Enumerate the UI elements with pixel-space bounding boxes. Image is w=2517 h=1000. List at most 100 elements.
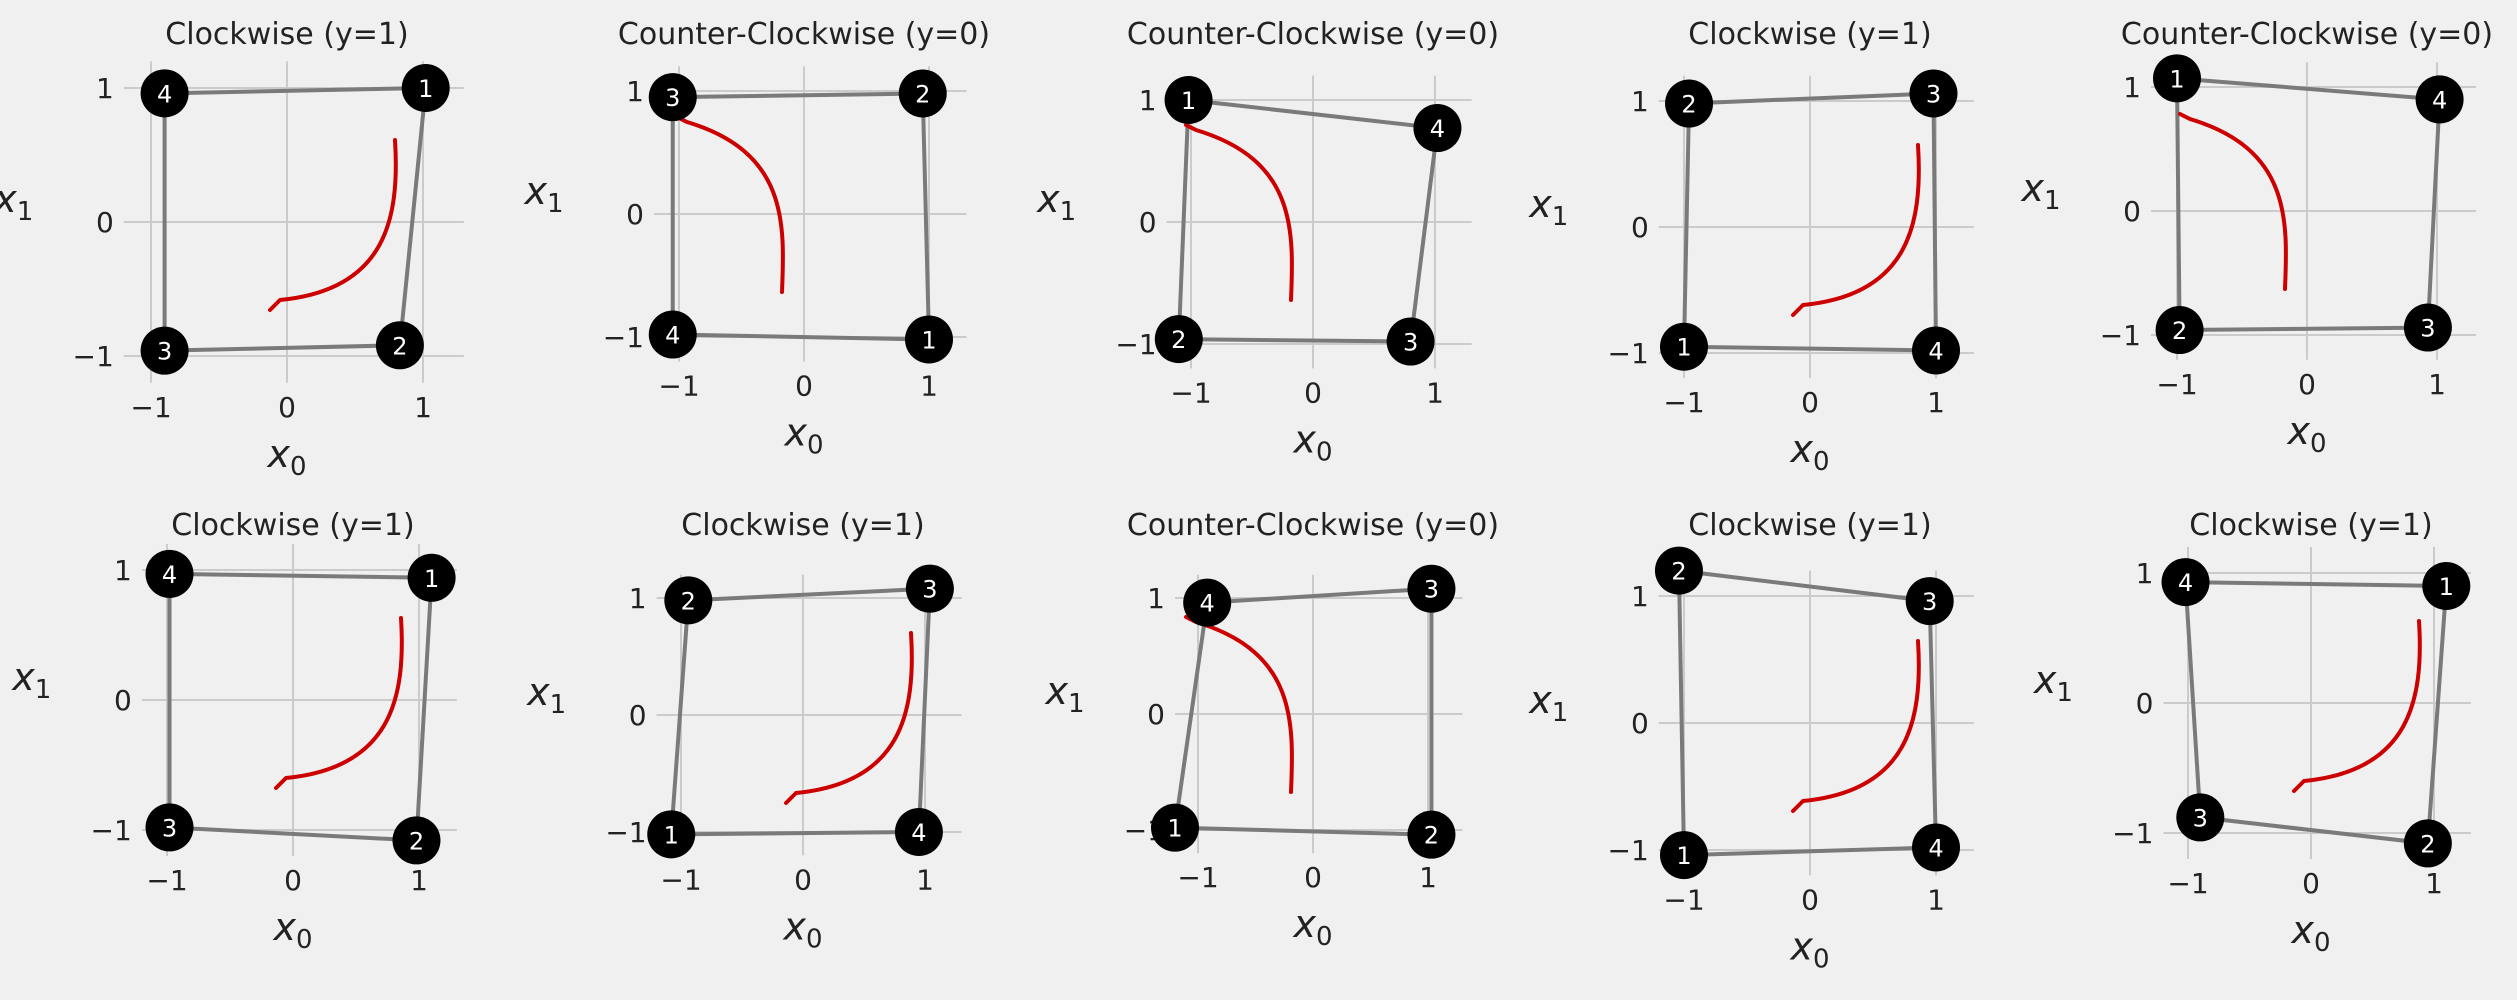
x-axis-label-subscript: 0 — [1316, 922, 1333, 952]
y-axis-label: x1 — [1528, 182, 1568, 232]
y-tick-label: 0 — [96, 206, 114, 239]
y-tick-label: 1 — [96, 72, 114, 105]
x-tick-label: 1 — [1426, 376, 1444, 409]
polygon-edge — [672, 332, 930, 342]
point-label: 3 — [1424, 576, 1439, 604]
polygon-edge — [164, 86, 426, 96]
x-axis-label: x0 — [1789, 427, 1829, 477]
polygon-edge — [916, 588, 932, 833]
x-axis-label-subscript: 0 — [2314, 928, 2331, 958]
data-point — [1386, 317, 1435, 366]
x-axis-label-main: x — [2286, 409, 2310, 453]
data-point — [1183, 578, 1232, 627]
point-label: 3 — [1926, 80, 1941, 108]
data-point — [2422, 562, 2471, 610]
x-axis-label-subscript: 0 — [806, 924, 823, 954]
arrow-stroke — [1791, 143, 1921, 317]
x-tick-label: −1 — [2167, 867, 2208, 900]
data-point — [2415, 75, 2464, 124]
x-tick-label: −1 — [658, 370, 699, 403]
x-tick-label: 1 — [1927, 386, 1945, 419]
data-point — [898, 69, 947, 118]
subplot-title: Clockwise (y=1) — [165, 17, 408, 52]
clockwise-arrow — [268, 138, 398, 312]
y-tick-label: 0 — [629, 699, 647, 732]
point-label: 3 — [1922, 588, 1937, 616]
polygon-edge — [920, 93, 931, 340]
y-axis-label-main: x — [526, 670, 550, 714]
polygon-edge — [1927, 601, 1938, 848]
y-axis-label-main: x — [0, 177, 17, 221]
polygon-edge — [2176, 76, 2440, 102]
point-label: 4 — [157, 80, 172, 108]
x-tick-label: 1 — [920, 370, 938, 403]
x-tick-label: 1 — [414, 391, 432, 424]
y-axis-label: x1 — [2020, 166, 2060, 216]
x-axis-label-main: x — [1292, 417, 1316, 461]
x-axis-label-subscript: 0 — [1813, 944, 1830, 974]
x-axis-label: x0 — [782, 904, 822, 954]
data-point — [401, 64, 450, 112]
point-label: 1 — [424, 565, 439, 593]
y-axis-label: x1 — [11, 655, 51, 705]
y-tick-label: −1 — [605, 816, 646, 849]
x-tick-label: 1 — [1419, 861, 1437, 894]
polygon-edge — [1178, 337, 1411, 344]
y-axis-label-subscript: 1 — [1068, 689, 1085, 719]
x-tick-label: 0 — [1801, 386, 1819, 419]
point-label: 3 — [2420, 315, 2435, 343]
y-tick-label: 1 — [1631, 85, 1649, 118]
polygon-edge — [1188, 98, 1438, 131]
y-axis-label-main: x — [1528, 182, 1552, 226]
polygon-edge — [1688, 91, 1934, 106]
y-axis-label: x1 — [1036, 177, 1076, 227]
data-point — [140, 69, 189, 118]
y-axis-label-main: x — [523, 169, 547, 213]
y-axis-label-main: x — [11, 655, 35, 699]
y-axis-label: x1 — [0, 177, 33, 227]
y-tick-label: 0 — [1147, 698, 1165, 731]
data-point — [1413, 104, 1462, 153]
clockwise-arrow — [274, 616, 404, 790]
point-label: 1 — [1167, 815, 1182, 843]
data-point — [1912, 326, 1960, 375]
x-axis-label: x0 — [1789, 924, 1829, 974]
y-tick-label: −1 — [1608, 834, 1649, 867]
data-point — [2155, 306, 2204, 355]
point-label: 2 — [681, 587, 696, 615]
y-tick-label: 1 — [2136, 557, 2154, 590]
point-label: 2 — [1681, 91, 1696, 119]
x-tick-label: 0 — [278, 391, 296, 424]
data-point — [1151, 803, 1199, 852]
data-point — [375, 321, 424, 370]
point-label: 2 — [2420, 830, 2435, 858]
x-axis-label-subscript: 0 — [1316, 437, 1333, 467]
point-label: 2 — [392, 332, 407, 360]
data-point — [648, 73, 697, 122]
y-axis-label: x1 — [526, 670, 566, 720]
y-tick-label: −1 — [1608, 337, 1649, 370]
polygon-edge — [2183, 581, 2203, 818]
subplot-title: Counter-Clockwise (y=0) — [1127, 17, 1499, 52]
x-axis-label-main: x — [2290, 908, 2314, 952]
polygon-edge — [1683, 845, 1937, 858]
data-point — [905, 315, 953, 364]
counter-clockwise-arrow — [1184, 123, 1294, 302]
y-tick-label: 0 — [1631, 211, 1649, 244]
subplot-title: Clockwise (y=1) — [2189, 508, 2432, 543]
arrow-stroke — [1791, 639, 1921, 813]
y-tick-label: 1 — [114, 554, 132, 587]
point-label: 3 — [665, 84, 680, 112]
point-label: 1 — [418, 75, 433, 103]
polygon-edge — [671, 830, 919, 837]
data-point — [1660, 831, 1708, 880]
arrow-stroke — [1184, 123, 1294, 302]
polygon-edge — [2179, 325, 2428, 333]
